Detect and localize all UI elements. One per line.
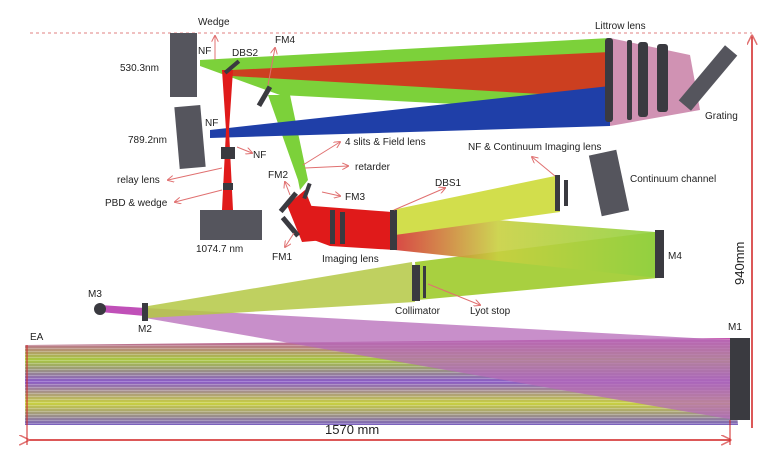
label-ea: EA (30, 332, 44, 343)
label-1074: 1074.7 nm (196, 244, 243, 255)
m1-m2-beam (145, 308, 735, 420)
fm4-mirror (256, 85, 273, 108)
m4-dbs1-beam (392, 212, 658, 278)
m3-beam (100, 305, 145, 316)
label-m4: M4 (668, 251, 682, 262)
label-m1: M1 (728, 322, 742, 333)
detector-1074 (200, 210, 262, 240)
slit-green-beam (268, 95, 308, 190)
height-dimension-label: 940mm (732, 242, 747, 285)
label-789: 789.2nm (128, 135, 167, 146)
m1-mirror (730, 338, 750, 420)
m2-mirror (142, 303, 148, 321)
fm2-mirror (278, 191, 299, 214)
littrow-lens-1 (605, 38, 613, 122)
label-relay-lens: relay lens (117, 175, 160, 186)
detector-789 (174, 104, 206, 170)
continuum-beam (392, 176, 560, 235)
blue-beam (210, 86, 610, 138)
label-collimator: Collimator (395, 306, 441, 317)
label-m3: M3 (88, 289, 102, 300)
m3-mirror (94, 303, 106, 315)
label-littrow-lens: Littrow lens (595, 21, 646, 32)
continuum-detector (588, 149, 630, 217)
littrow-lens-2 (627, 40, 632, 120)
lyot-stop (423, 266, 426, 298)
label-nf-top: NF (198, 46, 211, 57)
label-pbd-wedge: PBD & wedge (105, 198, 168, 209)
label-grating: Grating (705, 111, 738, 122)
red-beam-upper (232, 52, 610, 98)
collimator-lens (412, 265, 420, 301)
red-vertical-beam (222, 70, 233, 210)
label-530: 530.3nm (120, 63, 159, 74)
littrow-lens-4 (657, 44, 668, 112)
detector-530 (170, 33, 197, 97)
label-fm4: FM4 (275, 35, 295, 46)
label-imaging-lens: Imaging lens (322, 254, 379, 265)
fm3-mirror (302, 182, 312, 200)
label-m2: M2 (138, 324, 152, 335)
label-nf-789: NF (205, 118, 218, 129)
label-arrows (168, 36, 556, 305)
label-continuum-channel: Continuum channel (630, 174, 716, 185)
fm1-mirror (280, 215, 301, 238)
imaging-lens-1 (330, 210, 335, 244)
label-lyot-stop: Lyot stop (470, 306, 511, 317)
pbd-wedge (223, 183, 233, 190)
imaging-lens-2 (340, 212, 345, 244)
continuum-lens-2 (564, 180, 568, 206)
label-fm3: FM3 (345, 192, 365, 203)
dbs1 (390, 210, 397, 250)
label-nf-relay: NF (253, 150, 266, 161)
label-nf-continuum: NF & Continuum Imaging lens (468, 142, 601, 153)
label-retarder: retarder (355, 162, 391, 173)
continuum-lens (555, 175, 560, 211)
grating-beam (610, 38, 700, 126)
label-fm1: FM1 (272, 252, 292, 263)
label-wedge: Wedge (198, 17, 230, 28)
label-slits: 4 slits & Field lens (345, 137, 426, 148)
relay-lens (221, 147, 235, 159)
grating (678, 45, 738, 111)
fm-red-beam (287, 190, 325, 242)
label-dbs2: DBS2 (232, 48, 259, 59)
width-dimension-label: 1570 mm (325, 422, 379, 437)
label-fm2: FM2 (268, 170, 288, 181)
littrow-lens-3 (638, 42, 648, 117)
dbs2 (223, 59, 241, 75)
m4-mirror (655, 230, 664, 278)
m2-collimator-beam (148, 262, 415, 318)
label-dbs1: DBS1 (435, 178, 462, 189)
